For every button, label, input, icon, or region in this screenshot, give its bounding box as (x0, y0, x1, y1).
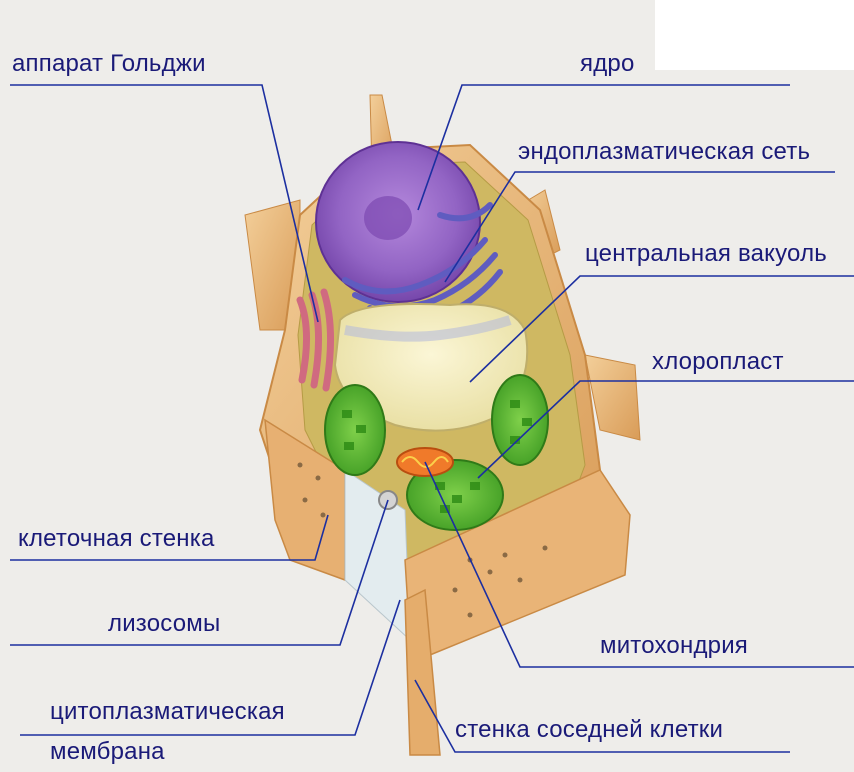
label-er: эндоплазматическая сеть (518, 140, 810, 164)
label-vacuole: центральная вакуоль (585, 242, 827, 266)
label-mitochondrion: митохондрия (600, 634, 748, 658)
label-membrane-line2: мембрана (50, 740, 165, 764)
nucleus-shape (316, 142, 480, 302)
label-neighbor-wall: стенка соседней клетки (455, 718, 723, 742)
label-golgi: аппарат Гольджи (12, 52, 206, 76)
label-nucleus: ядро (580, 52, 635, 76)
label-membrane-line1: цитоплазматическая (50, 700, 285, 724)
background-white-corner (655, 0, 854, 70)
label-cell-wall: клеточная стенка (18, 527, 215, 551)
label-lysosomes: лизосомы (108, 612, 220, 636)
label-chloroplast: хлоропласт (652, 350, 784, 374)
